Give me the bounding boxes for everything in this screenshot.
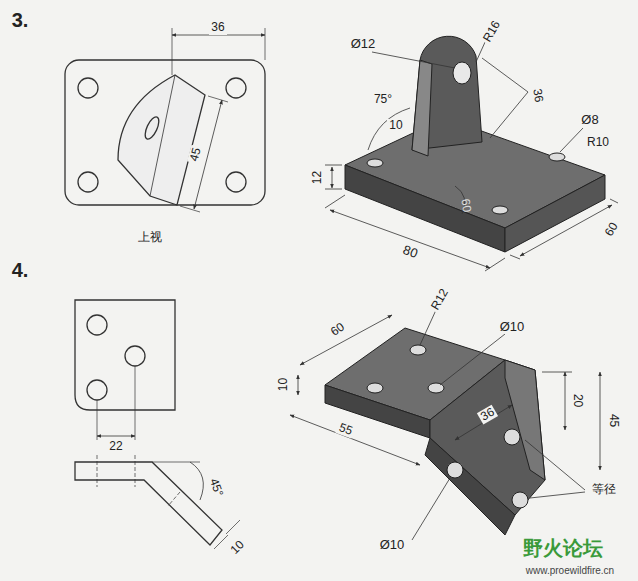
dimension: 45: [187, 145, 204, 165]
exercise-number: 4.: [12, 259, 29, 281]
watermark: 野火论坛: [523, 537, 603, 559]
iso-dimensions-4: [290, 310, 600, 540]
dimension: 60: [458, 198, 473, 213]
dimension: 22: [107, 440, 124, 453]
dimension: Ø12: [349, 37, 378, 51]
dimension: 36: [530, 86, 546, 105]
dimension: 36: [209, 21, 226, 34]
dimension: 75°: [372, 93, 394, 106]
dimension: R12: [428, 285, 452, 314]
watermark: www.proewildfire.cn: [526, 565, 614, 576]
view-label: 上视: [138, 231, 162, 244]
iso-view-4: [325, 328, 545, 535]
dimension: R10: [585, 136, 611, 149]
note: 等径: [590, 483, 618, 496]
dimension: 20: [571, 392, 584, 409]
dimension: Ø10: [498, 320, 527, 334]
dimension: 60: [602, 219, 622, 241]
views-4: [75, 300, 240, 549]
dimension: 45: [607, 412, 620, 429]
dimension: 80: [399, 242, 421, 262]
dimension: 60: [327, 320, 349, 341]
dimension: 36: [477, 405, 499, 425]
dimension: 55: [336, 421, 357, 439]
dimension: 10: [227, 537, 249, 559]
dimension: 12: [311, 169, 324, 186]
dimension: Ø8: [579, 113, 600, 127]
dimension: R16: [480, 17, 504, 46]
dimension: 10: [387, 119, 404, 132]
iso-dimensions-3: [325, 40, 618, 271]
top-view-3: [65, 28, 265, 212]
dimension: Ø10: [378, 538, 407, 552]
exercise-number: 3.: [12, 9, 29, 31]
dimension: 45°: [206, 475, 226, 500]
iso-view-3: [345, 36, 605, 252]
dimension: 10: [277, 376, 290, 393]
